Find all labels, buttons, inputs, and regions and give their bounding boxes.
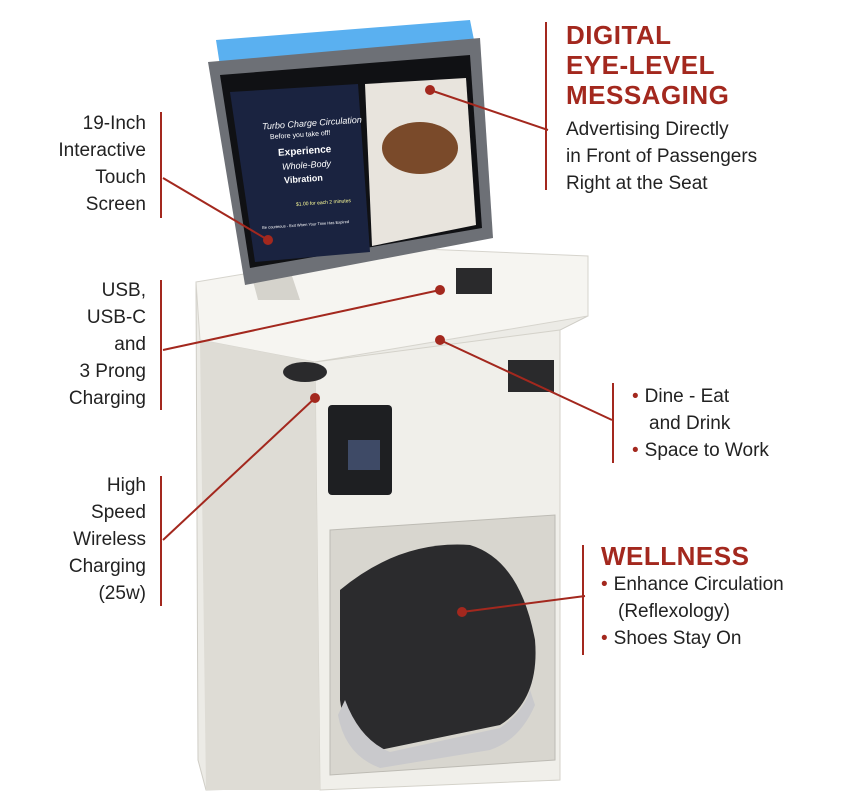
wellness-block: WELLNESS •Enhance Circulation (Reflexolo… xyxy=(601,541,784,652)
wellness-item: •Shoes Stay On xyxy=(601,625,784,652)
wireless-label-line: (25w) xyxy=(98,583,146,604)
digital-line: in Front of Passengers xyxy=(566,146,758,167)
usb-label-line: Charging xyxy=(68,388,146,409)
wireless-label-line: Charging xyxy=(68,556,146,577)
usb-label-line: and xyxy=(114,334,146,355)
wellness-item: •Enhance Circulation xyxy=(601,571,784,598)
usb-label-line: USB, xyxy=(101,280,146,301)
wireless-label-line: Speed xyxy=(91,502,146,523)
wellness-item-text: Shoes Stay On xyxy=(613,628,742,649)
digital-description: Advertising Directly in Front of Passeng… xyxy=(566,116,757,197)
wellness-label-bar xyxy=(582,545,584,655)
wireless-label-line: High xyxy=(106,475,146,496)
usb-label-bar xyxy=(160,280,162,410)
screen-label-line: Touch xyxy=(95,167,146,188)
wellness-item-text: (Reflexology) xyxy=(618,601,730,622)
bullet-icon: • xyxy=(601,628,608,649)
screen-label-bar xyxy=(160,112,162,218)
usb-label: USB, USB-C and 3 Prong Charging xyxy=(6,277,146,412)
bullet-icon: • xyxy=(601,574,608,595)
screen-label-line: Interactive xyxy=(58,140,146,161)
digital-line: Right at the Seat xyxy=(566,173,708,194)
bullet-icon: • xyxy=(632,440,639,461)
screen-label-line: Screen xyxy=(85,194,146,215)
dine-item-text: Dine - Eat xyxy=(644,386,730,407)
dine-item-cont: and Drink xyxy=(632,410,769,437)
dine-item: •Dine - Eat xyxy=(632,383,769,410)
screen-label-line: 19-Inch xyxy=(82,113,146,134)
wireless-label-bar xyxy=(160,476,162,606)
bullet-icon: • xyxy=(632,386,639,407)
wellness-item-cont: (Reflexology) xyxy=(601,598,784,625)
dine-item-text: Space to Work xyxy=(644,440,769,461)
usb-label-line: 3 Prong xyxy=(79,361,146,382)
digital-label-bar xyxy=(545,22,547,190)
digital-heading-line: EYE-LEVEL xyxy=(566,50,715,80)
digital-line: Advertising Directly xyxy=(566,119,729,140)
wellness-heading: WELLNESS xyxy=(601,541,750,571)
wireless-label: High Speed Wireless Charging (25w) xyxy=(6,472,146,607)
dine-item: •Space to Work xyxy=(632,437,769,464)
dine-label-bar xyxy=(612,383,614,463)
digital-heading-line: DIGITAL xyxy=(566,20,672,50)
digital-heading-line: MESSAGING xyxy=(566,80,730,110)
wireless-label-line: Wireless xyxy=(73,529,146,550)
dine-item-text: and Drink xyxy=(649,413,731,434)
dine-list: •Dine - Eat and Drink •Space to Work xyxy=(632,383,769,464)
wellness-item-text: Enhance Circulation xyxy=(613,574,784,595)
digital-heading: DIGITAL EYE-LEVEL MESSAGING xyxy=(566,20,729,110)
screen-label: 19-Inch Interactive Touch Screen xyxy=(6,110,146,218)
usb-label-line: USB-C xyxy=(86,307,146,328)
